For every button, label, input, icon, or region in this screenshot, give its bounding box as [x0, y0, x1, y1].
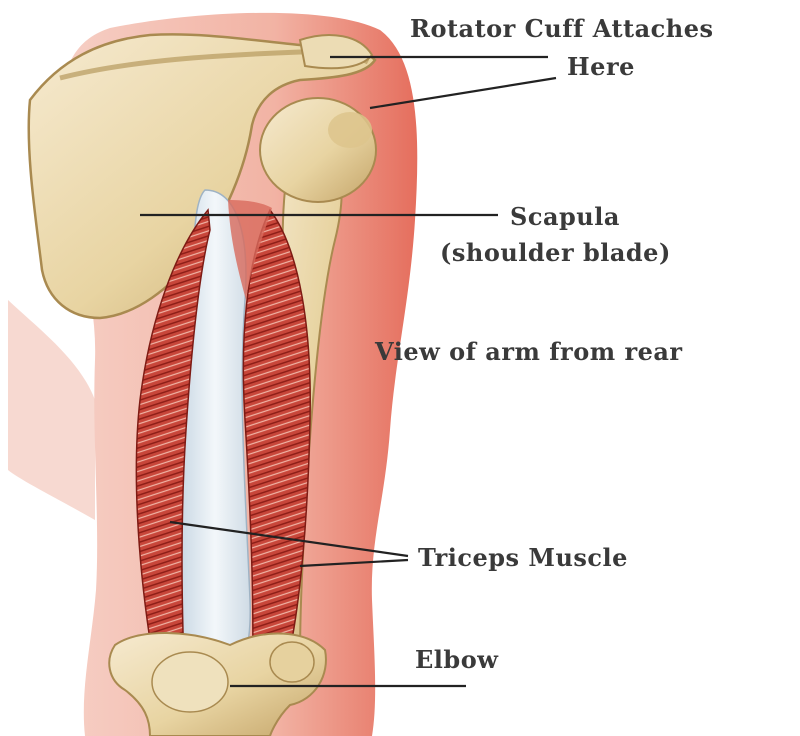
elbow-label: Elbow: [415, 645, 498, 675]
triceps-label: Triceps Muscle: [418, 543, 628, 573]
arm-skin-left-fade: [8, 300, 95, 520]
elbow-lateral-condyle: [270, 642, 314, 682]
scapula-label: Scapula: [510, 202, 620, 232]
rotator-cuff-label-line1: Rotator Cuff Attaches: [410, 14, 714, 44]
rotator-cuff-label-line2: Here: [567, 52, 635, 82]
view-caption: View of arm from rear: [375, 337, 683, 367]
olecranon: [152, 652, 228, 712]
scapula-sublabel: (shoulder blade): [440, 238, 671, 268]
greater-tubercle: [328, 112, 372, 148]
